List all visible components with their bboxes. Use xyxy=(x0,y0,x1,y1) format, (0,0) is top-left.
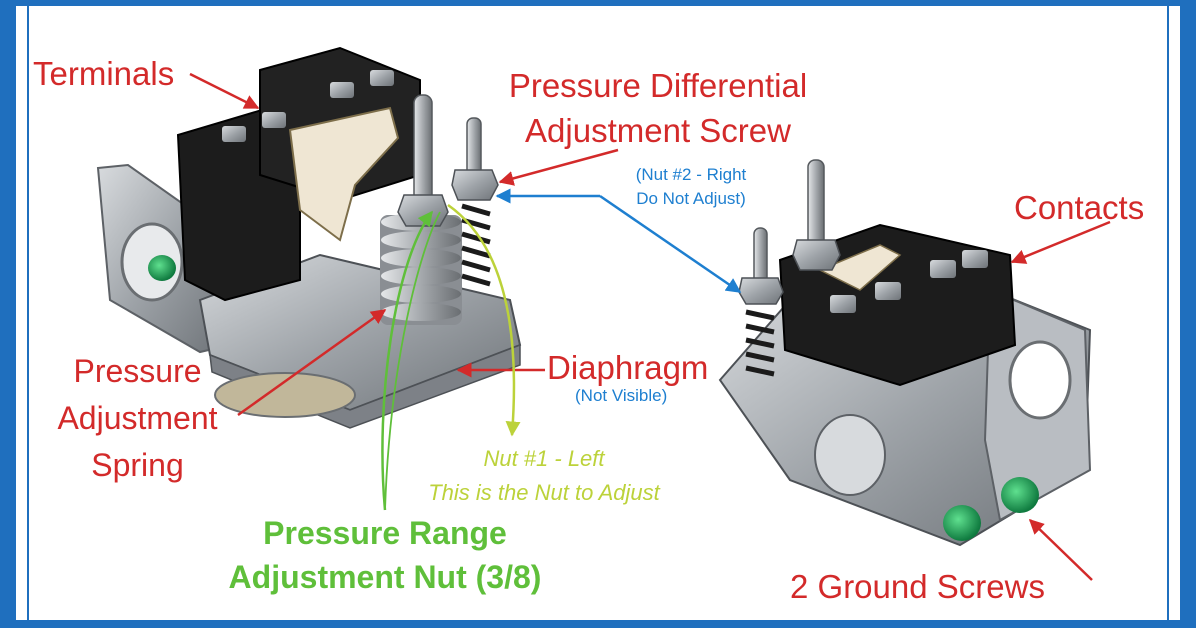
left-range-nut xyxy=(397,194,449,227)
right-contact-lever xyxy=(818,244,902,291)
left-contact-lever xyxy=(288,106,400,242)
left-differential-spring xyxy=(461,203,491,287)
ground-screws-arrow xyxy=(1028,518,1093,581)
range-nut-label-line2: Adjustment Nut (3/8) xyxy=(228,559,542,595)
nut2-label-line2: Do Not Adjust) xyxy=(636,189,746,208)
range-nut-arrow xyxy=(381,210,433,511)
right-terminal-screw-3 xyxy=(930,260,956,278)
frame-bottom-border xyxy=(0,620,1196,628)
frame-right-border xyxy=(1180,0,1196,628)
right-bracket-hole xyxy=(1008,340,1072,420)
contacts-arrow xyxy=(1010,220,1111,264)
frame-top-border xyxy=(0,0,1196,6)
frame-right-inner-line xyxy=(1167,0,1169,628)
diaphragm-label: Diaphragm xyxy=(547,349,709,386)
pressure-spring-label-line1: Pressure xyxy=(73,353,202,389)
right-ground-screw-1-icon xyxy=(943,505,981,541)
spring-arrow xyxy=(237,308,387,417)
right-ground-screw-2-icon xyxy=(1001,477,1039,513)
right-terminal-screw-4 xyxy=(962,250,988,268)
nut1-label-line2: This is the Nut to Adjust xyxy=(428,480,660,505)
terminals-label: Terminals xyxy=(33,55,175,92)
pressure-differential-label-line2: Adjustment Screw xyxy=(525,112,791,149)
frame-left-border xyxy=(0,0,16,628)
range-nut-arrow-2 xyxy=(384,211,441,511)
range-nut-label-line1: Pressure Range xyxy=(263,515,507,551)
right-differential-nut xyxy=(738,277,784,305)
left-terminal-screw-1 xyxy=(222,126,246,142)
left-differential-nut xyxy=(451,169,499,201)
left-green-screw-icon xyxy=(148,255,176,281)
right-pressure-switch xyxy=(718,159,1092,547)
nut2-label-line1: (Nut #2 - Right xyxy=(635,165,747,184)
pressure-spring-label-line3: Spring xyxy=(91,447,184,483)
left-pressure-switch xyxy=(96,46,522,429)
not-visible-label: (Not Visible) xyxy=(575,386,668,405)
pressure-differential-label-line1: Pressure Differential xyxy=(508,67,808,104)
left-terminal-screw-4 xyxy=(370,70,394,86)
callout-lines xyxy=(189,72,1111,581)
right-range-nut xyxy=(792,239,841,271)
nut2-arrow-right xyxy=(599,194,742,294)
pressure-spring-label-line2: Adjustment xyxy=(57,400,218,436)
right-differential-spring xyxy=(745,309,775,377)
right-bottom-fitting xyxy=(814,414,886,496)
differential-arrow xyxy=(498,148,619,186)
right-terminal-screw-2 xyxy=(875,282,901,300)
left-terminal-screw-2 xyxy=(262,112,286,128)
nut1-label-line1: Nut #1 - Left xyxy=(483,446,605,471)
right-terminal-screw-1 xyxy=(830,295,856,313)
terminals-arrow xyxy=(189,72,260,110)
nut1-arrow xyxy=(447,203,521,437)
left-terminal-screw-3 xyxy=(330,82,354,98)
contacts-label: Contacts xyxy=(1014,189,1145,226)
frame-left-inner-line xyxy=(27,0,29,628)
ground-screws-label: 2 Ground Screws xyxy=(790,568,1045,605)
